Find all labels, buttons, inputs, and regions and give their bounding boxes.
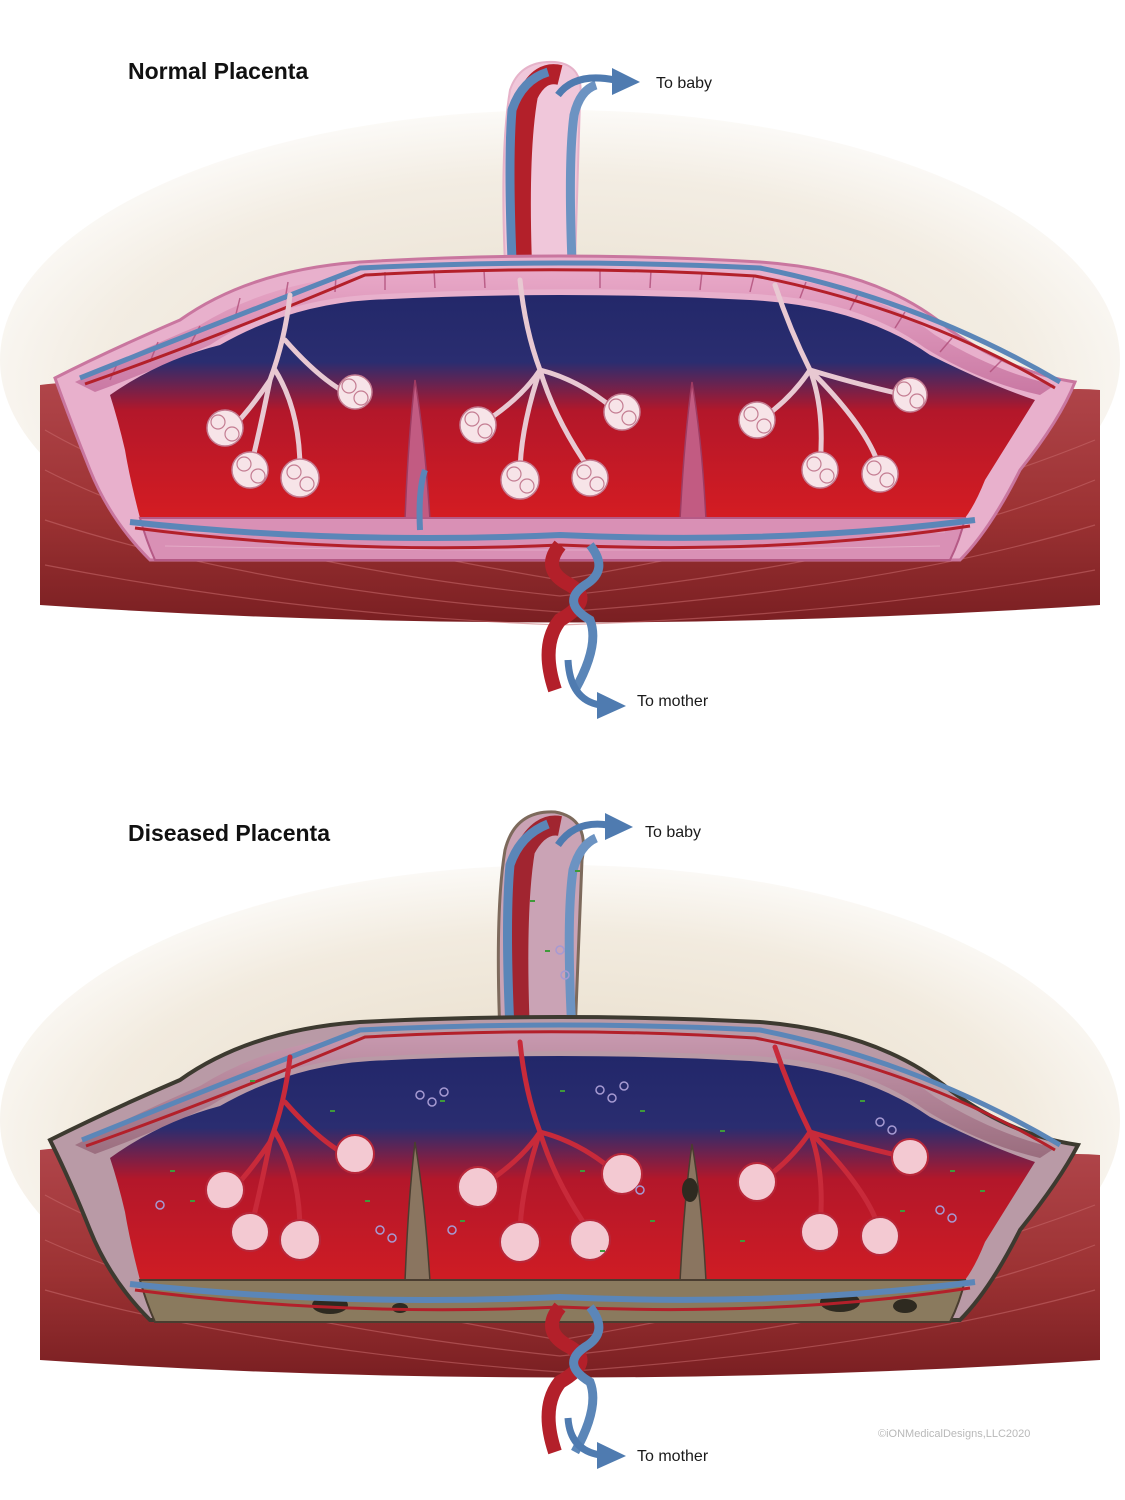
normal-placenta-title: Normal Placenta [128, 58, 309, 84]
to-baby-arrow [555, 820, 609, 848]
diseased-to-baby-label: To baby [645, 824, 702, 841]
umbilical-vein [505, 67, 550, 261]
septum-left [404, 1141, 431, 1283]
bacteria-particles [170, 870, 985, 1252]
to-baby-arrowhead [605, 813, 633, 840]
villi-clusters [206, 374, 928, 500]
immune-cells [155, 945, 957, 1243]
normal-placenta-panel: Normal Placenta To baby To mother [0, 58, 1120, 719]
villi-lobes [210, 378, 925, 494]
normal-to-baby-label: To baby [656, 75, 713, 92]
to-mother-arrow [564, 1417, 601, 1459]
diseased-placenta-illustration [0, 810, 1120, 1469]
spiral-vessel-left [416, 469, 428, 531]
septum-right [679, 1143, 707, 1283]
to-mother-arrowhead [597, 692, 626, 719]
to-mother-arrowhead [597, 1442, 626, 1469]
normal-placenta-illustration [0, 60, 1120, 719]
to-baby-arrowhead [612, 68, 640, 95]
inflamed-villi-clusters [205, 1134, 929, 1263]
maternal-artery [541, 540, 588, 693]
uterine-wall [40, 383, 1100, 623]
maternal-vein [569, 542, 604, 693]
to-mother-arrow [564, 659, 601, 709]
septum-right [679, 381, 707, 521]
diseased-to-mother-label: To mother [637, 1448, 709, 1465]
to-baby-arrow [555, 74, 616, 98]
diseased-placenta-panel: Diseased Placenta To baby To mother [0, 750, 1125, 1500]
copyright-credit: ©iONMedicalDesigns,LLC2020 [878, 1428, 1031, 1440]
diseased-placenta-title: Diseased Placenta [128, 820, 331, 846]
normal-to-mother-label: To mother [637, 693, 709, 710]
